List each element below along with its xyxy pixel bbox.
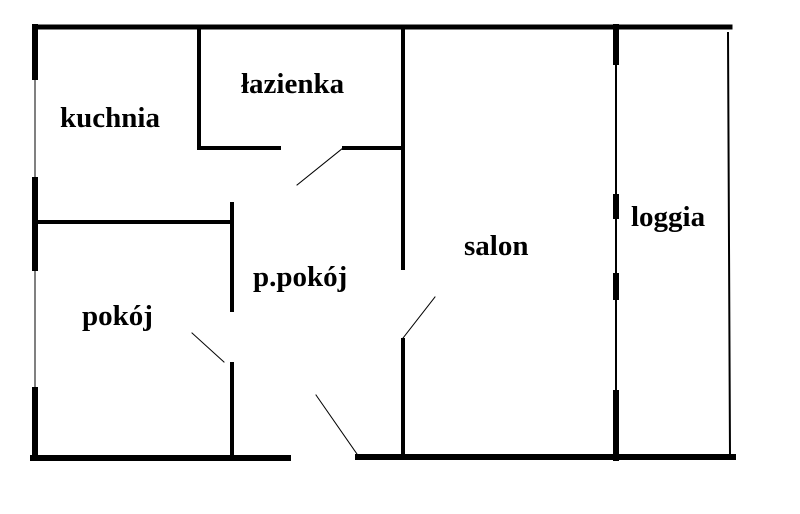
loggia-railing [726,31,732,458]
room-label-kitchen: kuchnia [60,102,160,134]
room-label-living-room: salon [464,230,529,262]
bathroom-door [296,147,344,186]
entrance-door [315,394,358,455]
room-label-hallway: p.pokój [253,261,348,293]
salon-door [402,296,436,339]
room-label-bathroom: łazienka [241,68,345,100]
room-label-room: pokój [82,300,153,332]
room-label-loggia: loggia [631,201,706,233]
room-door [191,332,225,363]
